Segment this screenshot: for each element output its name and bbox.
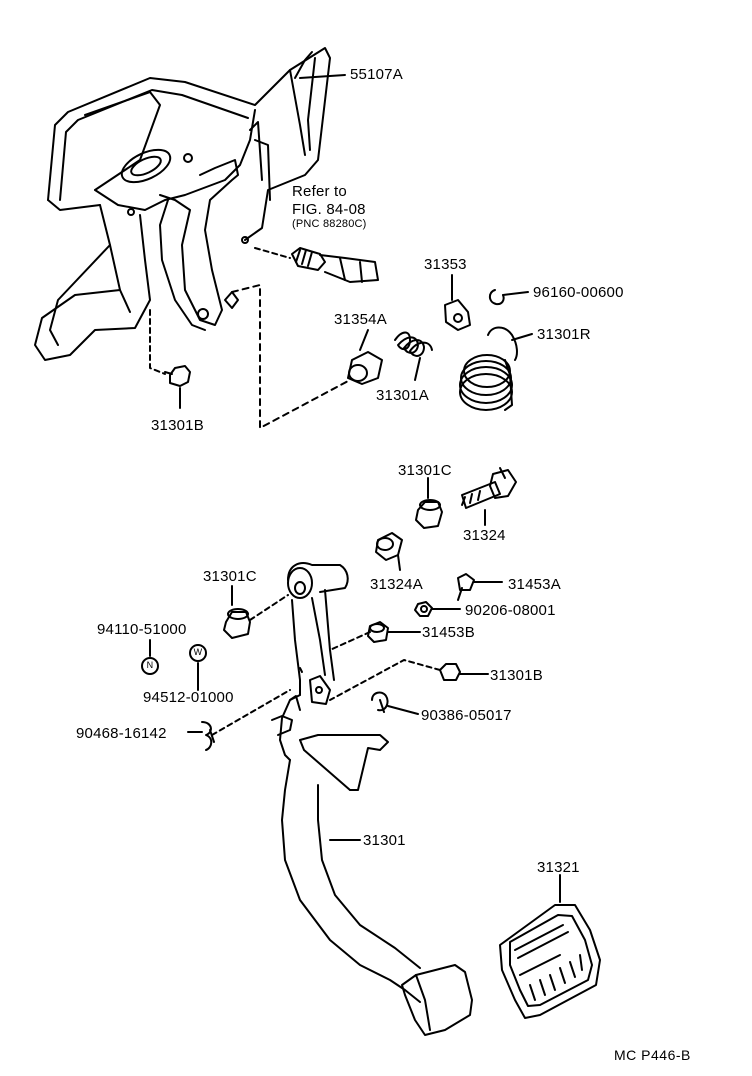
assembly-line-pivot [231,284,351,429]
pedal-arm-drawing [271,562,473,1036]
label-31453a: 31453A [508,576,561,593]
label-31301r: 31301R [537,326,591,343]
bolt-31324-drawing [461,467,517,526]
label-31301: 31301 [363,832,406,849]
label-refer-to: Refer to [292,183,347,200]
label-31301b-top: 31301B [151,417,204,434]
leader-55107a [299,74,346,79]
return-spring-31301r-drawing [459,326,533,411]
label-31324a: 31324A [370,576,423,593]
bushing-31354a-drawing [347,329,383,385]
label-96160-00600: 96160-00600 [533,284,624,301]
label-31453b: 31453B [422,624,475,641]
stopper-31301b-mid-drawing [329,659,489,701]
label-refer-pnc: (PNC 88280C) [292,218,367,230]
label-90386-05017: 90386-05017 [421,707,512,724]
ering-96160-drawing [488,289,529,306]
label-31301c-top: 31301C [398,462,452,479]
nut-94110-drawing [141,657,159,675]
bolt-31453a-drawing [457,573,503,601]
label-55107a: 55107A [350,66,403,83]
label-31301a: 31301A [376,387,429,404]
stop-lamp-switch-drawing [254,247,379,283]
label-31324: 31324 [463,527,506,544]
label-90468-16142: 90468-16142 [76,725,167,742]
label-31353: 31353 [424,256,467,273]
label-94512-01000: 94512-01000 [143,689,234,706]
pedal-pad-drawing [499,904,601,1019]
figure-reference-footer: MC P446-B [614,1047,691,1063]
spring-31301a-drawing [394,331,433,381]
cushion-31301c-top-drawing [415,477,443,529]
label-refer-fig: FIG. 84-08 [292,201,366,218]
label-31354a: 31354A [334,311,387,328]
washer-94512-drawing [189,644,207,662]
clip-31353-drawing [444,274,471,331]
label-94110-51000: 94110-51000 [97,621,187,638]
label-31321: 31321 [537,859,580,876]
nut-90206-drawing [414,601,461,617]
pedal-bracket-drawing [34,47,331,361]
cushion-31301c-left-drawing [223,585,289,639]
label-31301c-left: 31301C [203,568,257,585]
nut-mark-badge: N [146,660,154,670]
clip-90386-drawing [371,691,419,715]
label-90206-08001: 90206-08001 [465,602,556,619]
washer-mark-badge: W [193,647,203,657]
bush-31453b-drawing [329,621,421,651]
collar-31324a-drawing [375,532,403,571]
pin-90468-drawing [187,689,291,751]
label-31301b-mid: 31301B [490,667,543,684]
stopper-31301b-top-drawing [149,309,191,409]
